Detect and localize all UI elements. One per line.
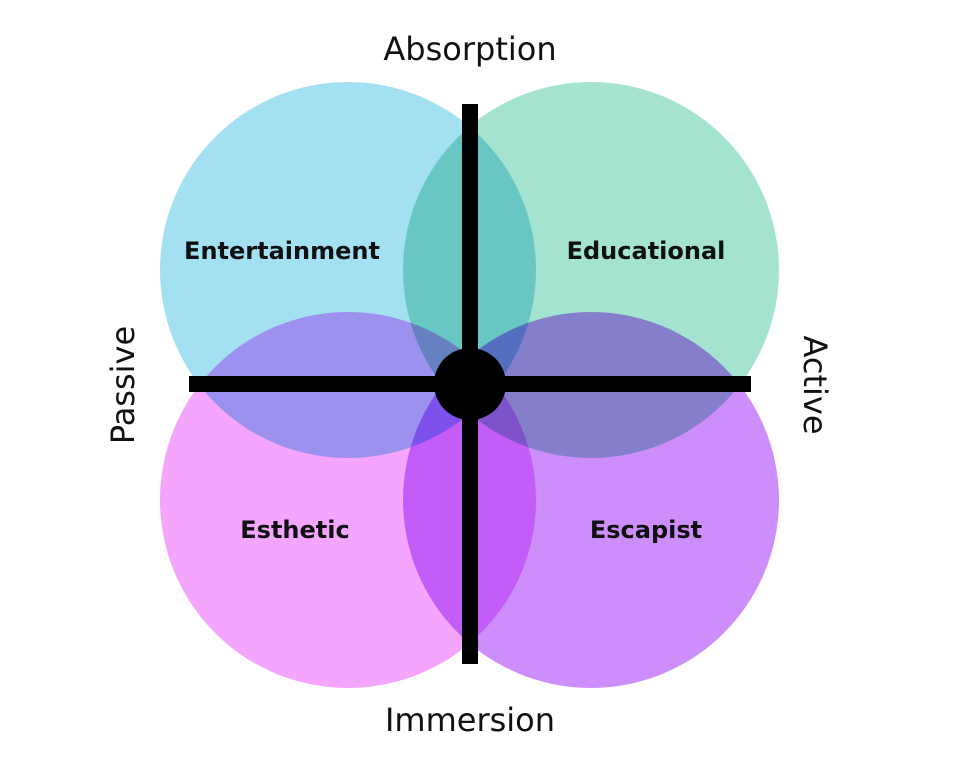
axis-label-active: Active [796, 336, 834, 435]
axis-label-immersion: Immersion [385, 701, 555, 739]
label-entertainment: Entertainment [184, 237, 380, 265]
center-dot [434, 348, 506, 420]
label-educational: Educational [567, 237, 726, 265]
axis-label-passive: Passive [104, 326, 142, 444]
axis-label-absorption: Absorption [383, 30, 556, 68]
label-escapist: Escapist [590, 516, 702, 544]
label-esthetic: Esthetic [240, 516, 349, 544]
